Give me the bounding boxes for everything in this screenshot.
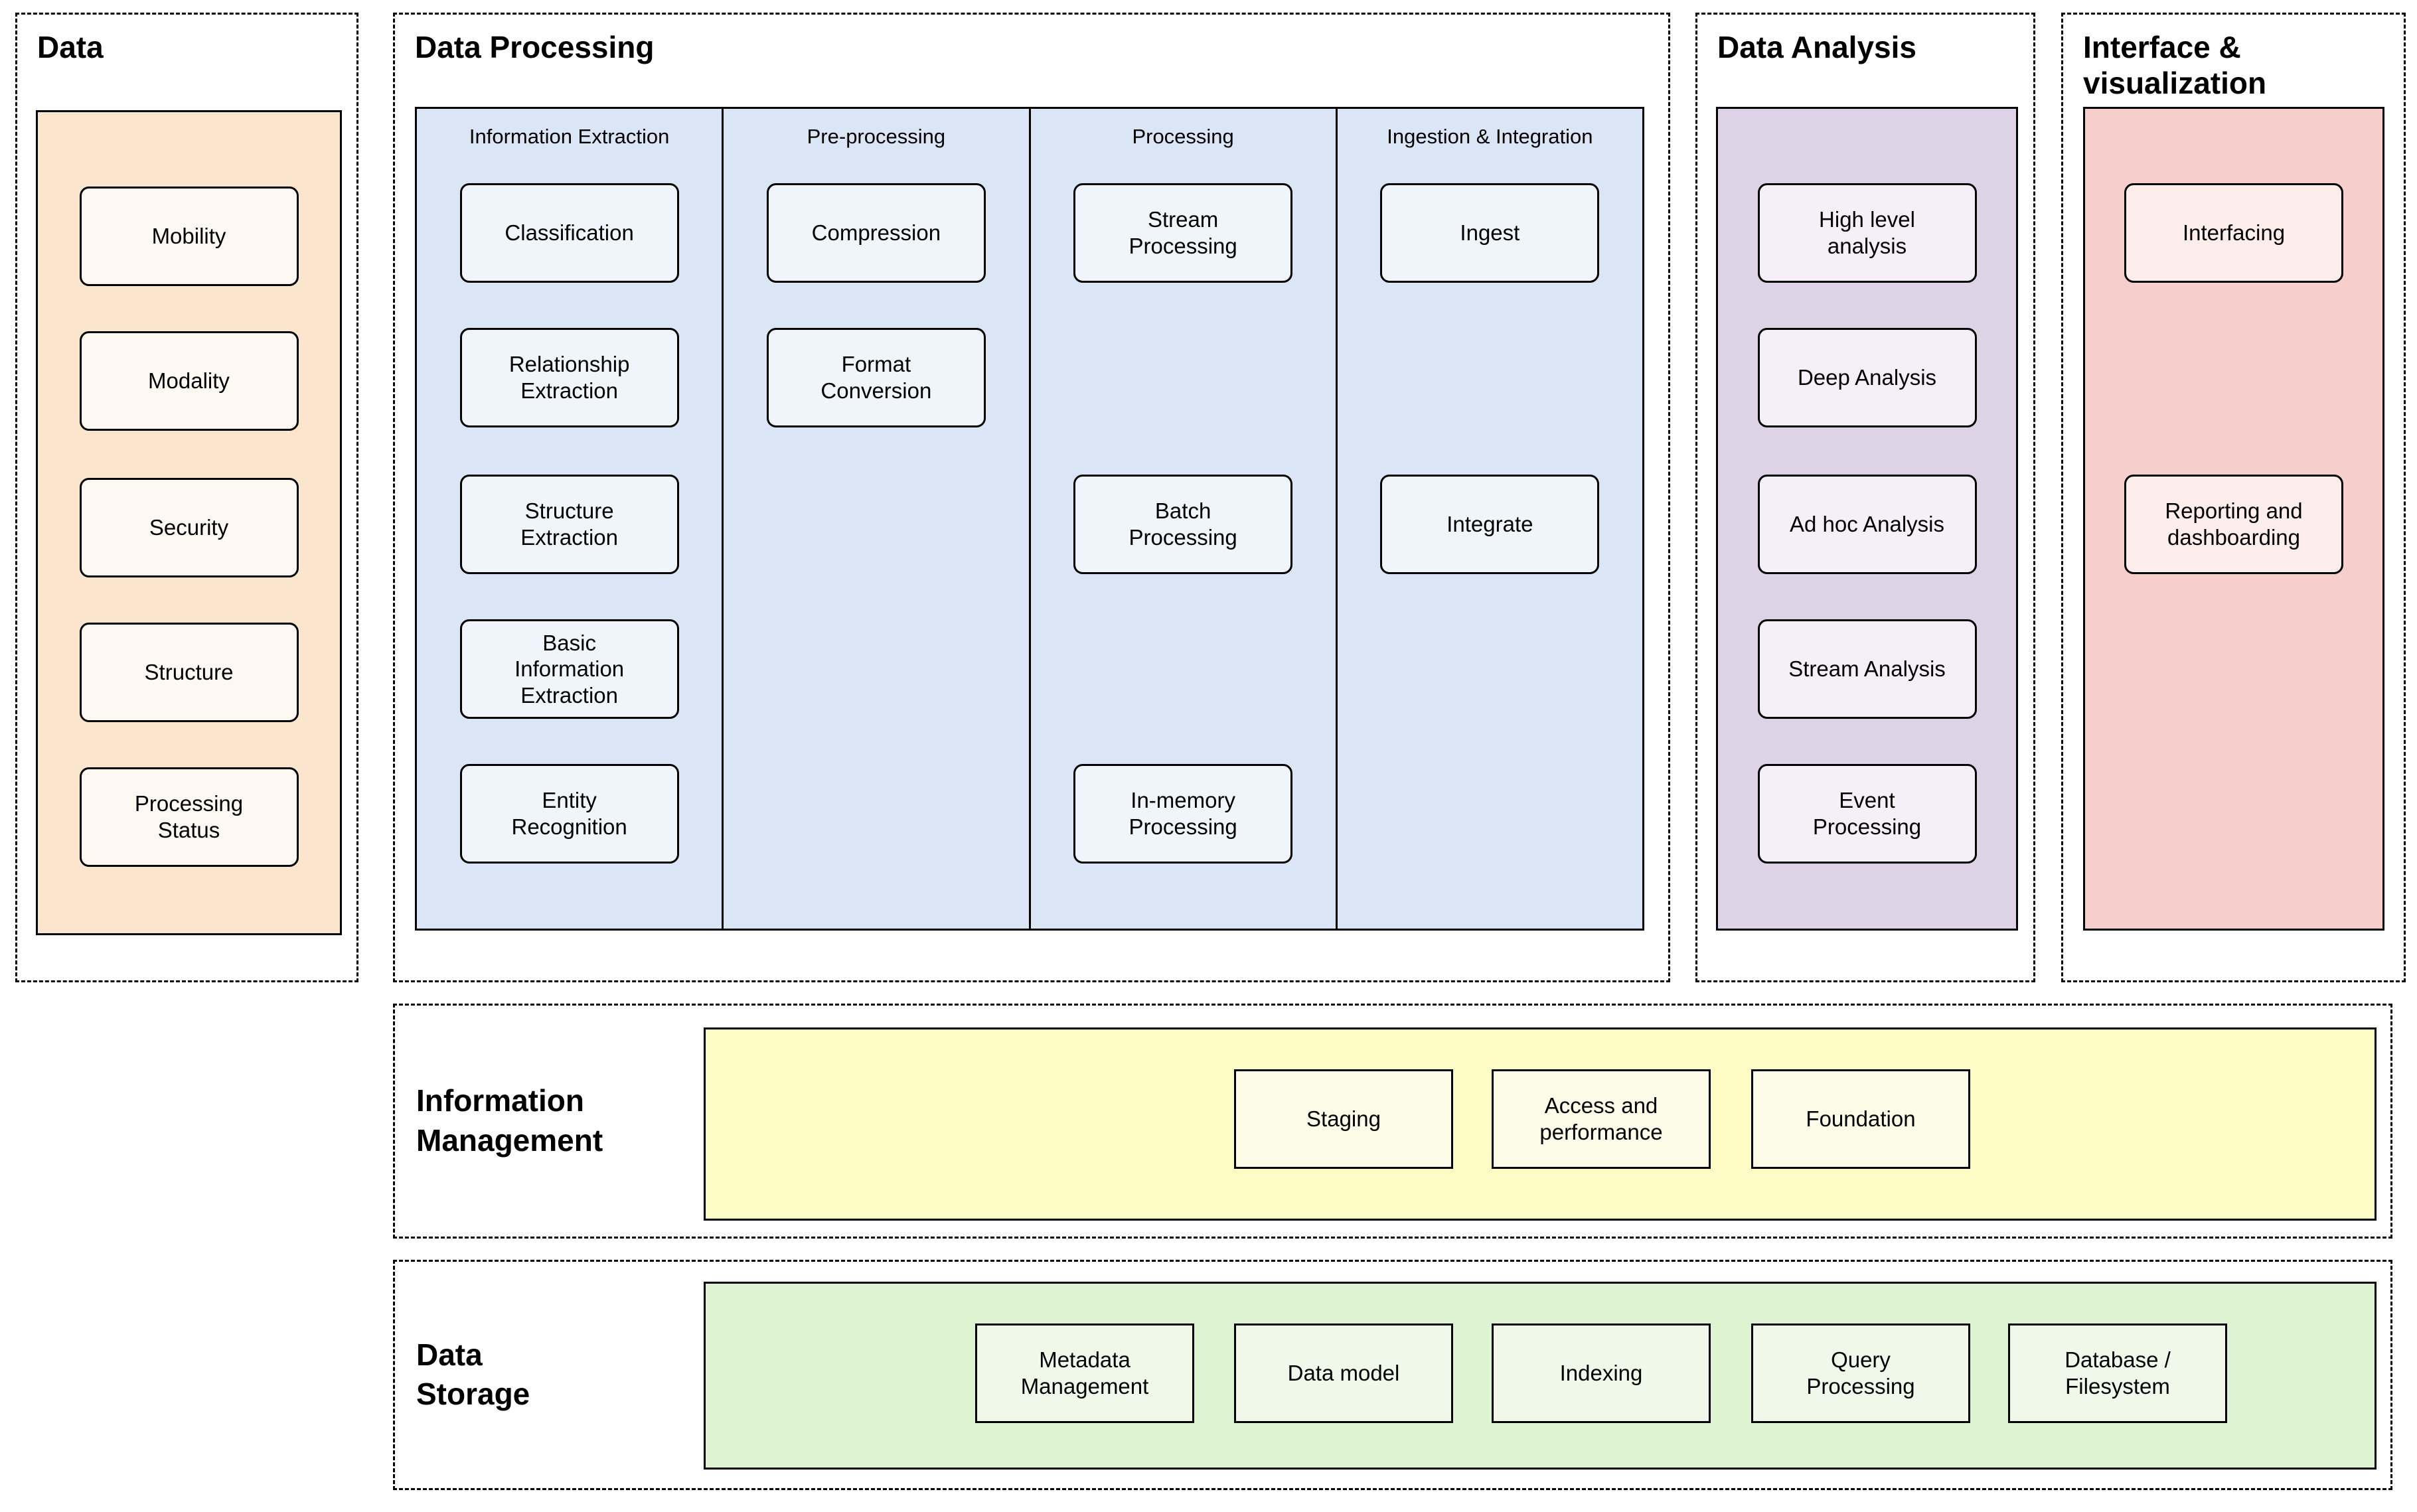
box-label: In-memory Processing	[1129, 788, 1237, 839]
column-processing: Processing Stream Processing Batch Proce…	[1028, 109, 1336, 929]
diagram-box: Structure Extraction	[459, 475, 679, 574]
section-data-storage: Data Storage Metadata Management Data mo…	[393, 1260, 2392, 1490]
information-management-panel: Staging Access and performance Foundatio…	[704, 1027, 2377, 1221]
diagram-box: Indexing	[1492, 1323, 1711, 1423]
box-label: Interfacing	[2182, 220, 2286, 246]
interface-visualization-panel: Interfacing Reporting and dashboarding	[2083, 107, 2384, 931]
section-data-title: Data	[37, 30, 104, 64]
data-processing-panel: Information Extraction Classification Re…	[415, 107, 1644, 931]
diagram-box: Compression	[766, 183, 986, 283]
diagram-box: Security	[79, 478, 299, 577]
box-label: Metadata Management	[1020, 1347, 1149, 1399]
box-label: Foundation	[1806, 1106, 1916, 1132]
diagram-box: Format Conversion	[766, 328, 986, 427]
data-analysis-panel: High level analysis Deep Analysis Ad hoc…	[1716, 107, 2018, 931]
column-header: Processing	[1132, 125, 1234, 148]
section-data-analysis-title: Data Analysis	[1717, 30, 1916, 64]
box-label: Classification	[505, 220, 634, 246]
box-label: Staging	[1306, 1106, 1381, 1132]
column-header: Pre-processing	[807, 125, 946, 148]
diagram-box: Processing Status	[79, 767, 299, 867]
box-label: Processing Status	[134, 791, 244, 842]
diagram-box: Database / Filesystem	[2008, 1323, 2227, 1423]
box-label: High level analysis	[1819, 207, 1915, 258]
box-label: Integrate	[1446, 512, 1533, 537]
diagram-box: Event Processing	[1757, 764, 1977, 864]
diagram-box: Stream Analysis	[1757, 619, 1977, 719]
diagram-box: Stream Processing	[1073, 183, 1293, 283]
section-data: Data Mobility Modality Security Structur…	[15, 13, 358, 982]
diagram-box: Reporting and dashboarding	[2124, 475, 2343, 574]
diagram-box: Mobility	[79, 187, 299, 286]
box-label: Structure	[144, 660, 234, 685]
section-data-processing-title: Data Processing	[415, 30, 655, 64]
diagram-box: Query Processing	[1751, 1323, 1970, 1423]
section-information-management: Information Management Staging Access an…	[393, 1004, 2392, 1239]
box-label: Security	[149, 515, 229, 540]
column-pre-processing: Pre-processing Compression Format Conver…	[722, 109, 1028, 929]
section-interface-visualization: Interface & visualization Interfacing Re…	[2061, 13, 2406, 982]
box-label: Event Processing	[1812, 788, 1922, 839]
box-label: Relationship Extraction	[508, 352, 630, 403]
box-label: Query Processing	[1806, 1347, 1915, 1399]
diagram-box: Metadata Management	[975, 1323, 1194, 1423]
box-label: Stream Analysis	[1788, 656, 1946, 682]
column-information-extraction: Information Extraction Classification Re…	[417, 109, 722, 929]
section-data-processing: Data Processing Information Extraction C…	[393, 13, 1670, 982]
diagram-box: Basic Information Extraction	[459, 619, 679, 719]
column-ingestion-integration: Ingestion & Integration Ingest Integrate	[1335, 109, 1642, 929]
diagram-box: Structure	[79, 623, 299, 722]
box-label: Format Conversion	[820, 352, 932, 403]
column-header: Ingestion & Integration	[1387, 125, 1593, 148]
column-header: Information Extraction	[469, 125, 670, 148]
section-interface-visualization-title: Interface & visualization	[2083, 30, 2267, 101]
data-panel: Mobility Modality Security Structure Pro…	[36, 110, 342, 935]
diagram-box: Ingest	[1380, 183, 1600, 283]
section-data-analysis: Data Analysis High level analysis Deep A…	[1695, 13, 2035, 982]
box-label: Indexing	[1559, 1361, 1643, 1386]
box-label: Batch Processing	[1129, 498, 1237, 550]
diagram-box: Batch Processing	[1073, 475, 1293, 574]
box-label: Mobility	[151, 224, 226, 249]
box-label: Structure Extraction	[520, 498, 618, 550]
box-label: Data model	[1287, 1361, 1400, 1386]
data-storage-panel: Metadata Management Data model Indexing …	[704, 1282, 2377, 1470]
diagram-box: Staging	[1234, 1069, 1453, 1169]
diagram-box: Relationship Extraction	[459, 328, 679, 427]
diagram-box: Access and performance	[1492, 1069, 1711, 1169]
section-data-storage-title: Data Storage	[416, 1337, 530, 1412]
box-label: Deep Analysis	[1797, 365, 1937, 390]
diagram-box: Deep Analysis	[1757, 328, 1977, 427]
box-label: Database / Filesystem	[2065, 1347, 2171, 1399]
box-label: Compression	[811, 220, 941, 246]
box-label: Ingest	[1460, 220, 1520, 246]
diagram-box: Foundation	[1751, 1069, 1970, 1169]
box-label: Basic Information Extraction	[514, 630, 625, 708]
diagram-box: Interfacing	[2124, 183, 2343, 283]
diagram-box: Ad hoc Analysis	[1757, 475, 1977, 574]
diagram-box: Modality	[79, 331, 299, 431]
box-label: Modality	[148, 368, 230, 394]
diagram-box: High level analysis	[1757, 183, 1977, 283]
box-label: Entity Recognition	[511, 788, 627, 839]
box-label: Stream Processing	[1129, 207, 1237, 258]
box-label: Access and performance	[1539, 1093, 1663, 1144]
diagram-box: In-memory Processing	[1073, 764, 1293, 864]
box-label: Reporting and dashboarding	[2165, 498, 2303, 550]
diagram-box: Classification	[459, 183, 679, 283]
diagram-box: Integrate	[1380, 475, 1600, 574]
diagram-box: Entity Recognition	[459, 764, 679, 864]
box-label: Ad hoc Analysis	[1790, 512, 1944, 537]
diagram-box: Data model	[1234, 1323, 1453, 1423]
section-information-management-title: Information Management	[416, 1083, 603, 1158]
